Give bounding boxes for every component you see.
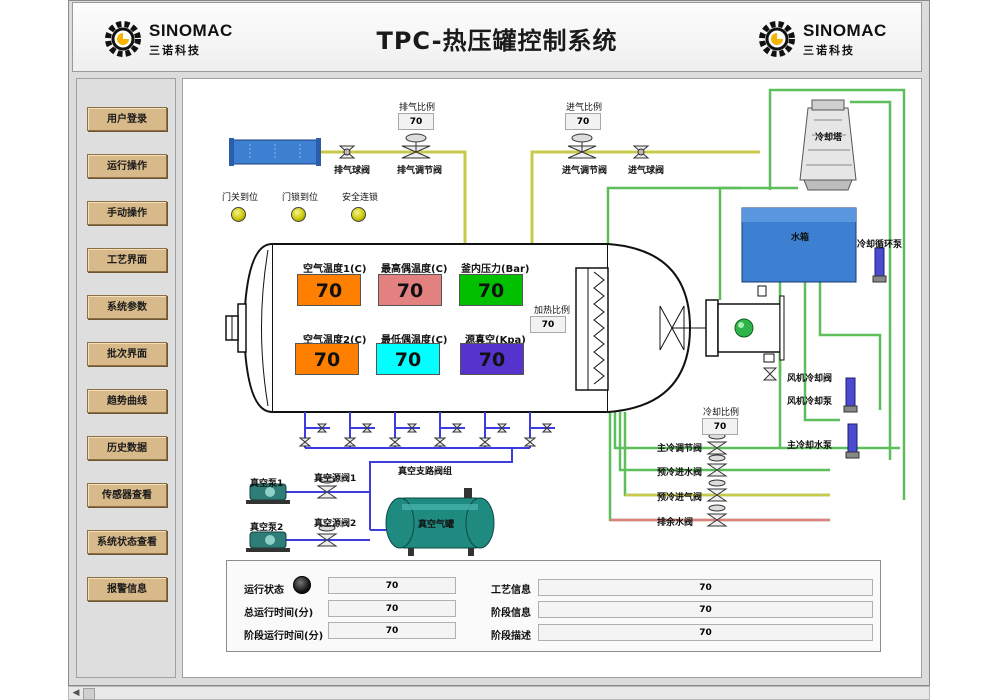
run-state-lamp-icon bbox=[293, 576, 311, 594]
gear-logo-icon bbox=[105, 21, 141, 57]
nav-system-status-button[interactable]: 系统状态查看 bbox=[87, 530, 167, 554]
intake-pipe bbox=[530, 150, 760, 244]
exhaust-heat-exchanger bbox=[229, 138, 321, 166]
stage-time-field: 70 bbox=[328, 622, 456, 639]
logo-brand-text: SINOMAC bbox=[803, 21, 887, 40]
intake-ratio-label: 进气比例 bbox=[566, 103, 603, 113]
vacuum-tank bbox=[385, 488, 495, 556]
run-state-field: 70 bbox=[328, 577, 456, 594]
scroll-left-arrow-icon[interactable]: ◀ bbox=[72, 688, 80, 698]
exhaust-reg-valve-label[interactable]: 排气调节阀 bbox=[397, 166, 443, 176]
autoclave-vessel bbox=[225, 243, 692, 413]
air-temp1-value: 70 bbox=[297, 274, 361, 306]
drain-valve-label[interactable]: 排余水阀 bbox=[657, 518, 694, 528]
door-closed-lamp-icon bbox=[231, 207, 246, 222]
nav-trend-curve-button[interactable]: 趋势曲线 bbox=[87, 389, 167, 413]
nav-history-data-button[interactable]: 历史数据 bbox=[87, 436, 167, 460]
stage-desc-label: 阶段描述 bbox=[491, 631, 531, 642]
vac-src1-valve-label[interactable]: 真空源阀1 bbox=[314, 474, 357, 484]
source-vacuum-label: 源真空(Kpa) bbox=[465, 335, 526, 346]
vacuum-pumps bbox=[246, 483, 290, 552]
fan-cool-valve-label[interactable]: 风机冷却阀 bbox=[787, 374, 833, 384]
safety-lock-lamp-icon bbox=[351, 207, 366, 222]
max-tc-temp-value: 70 bbox=[378, 274, 442, 306]
valve-symbols bbox=[316, 133, 778, 547]
heating-ratio-value[interactable]: 70 bbox=[530, 316, 566, 333]
source-vacuum-value: 70 bbox=[460, 343, 524, 375]
exhaust-ratio-label: 排气比例 bbox=[399, 103, 436, 113]
logo-right: SINOMAC 三诺科技 bbox=[757, 17, 897, 61]
fan-cool-pump-label: 风机冷却泵 bbox=[787, 397, 833, 407]
nav-process-screen-button[interactable]: 工艺界面 bbox=[87, 248, 167, 272]
run-state-label: 运行状态 bbox=[244, 585, 284, 596]
stage-info-label: 阶段信息 bbox=[491, 608, 531, 619]
branch-valves bbox=[298, 423, 553, 447]
nav-user-login-button[interactable]: 用户登录 bbox=[87, 107, 167, 131]
vessel-pressure-label: 釜内压力(Bar) bbox=[461, 264, 530, 275]
stage-time-label: 阶段运行时间(分) bbox=[244, 631, 324, 642]
logo-left: SINOMAC 三诺科技 bbox=[103, 17, 243, 61]
intake-ratio-value[interactable]: 70 bbox=[565, 113, 601, 130]
vertical-pumps bbox=[843, 247, 887, 459]
cooling-tower bbox=[799, 99, 857, 191]
door-locked-label: 门锁到位 bbox=[282, 193, 319, 203]
air-temp2-label: 空气温度2(C) bbox=[303, 335, 367, 346]
exhaust-ball-valve-label[interactable]: 排气球阀 bbox=[334, 166, 371, 176]
logo-sub-text: 三诺科技 bbox=[149, 44, 201, 57]
header-bar: SINOMAC 三诺科技 TPC-热压罐控制系统 SINOMAC 三诺科技 bbox=[72, 2, 922, 72]
nav-batch-screen-button[interactable]: 批次界面 bbox=[87, 342, 167, 366]
cooling-ratio-value[interactable]: 70 bbox=[702, 418, 738, 435]
min-tc-temp-value: 70 bbox=[376, 343, 440, 375]
precool-air-valve-label[interactable]: 预冷进气阀 bbox=[657, 493, 703, 503]
main-cool-pump-label: 主冷却水泵 bbox=[787, 441, 833, 451]
intake-reg-valve-label[interactable]: 进气调节阀 bbox=[562, 166, 608, 176]
gear-logo-icon bbox=[759, 21, 795, 57]
precool-in-valve-label[interactable]: 预冷进水阀 bbox=[657, 468, 703, 478]
water-tank-label: 水箱 bbox=[791, 233, 810, 243]
nav-sensor-view-button[interactable]: 传感器查看 bbox=[87, 483, 167, 507]
air-temp2-value: 70 bbox=[295, 343, 359, 375]
scroll-thumb[interactable] bbox=[83, 688, 95, 700]
door-locked-lamp-icon bbox=[291, 207, 306, 222]
main-cool-reg-valve-label[interactable]: 主冷调节阀 bbox=[657, 444, 703, 454]
vac-pump1-label: 真空泵1 bbox=[250, 479, 284, 489]
logo-sub-text: 三诺科技 bbox=[803, 44, 855, 57]
vac-branch-valves-label: 真空支路阀组 bbox=[398, 467, 453, 477]
stage-info-field: 70 bbox=[538, 601, 873, 618]
process-info-field: 70 bbox=[538, 579, 873, 596]
air-temp1-label: 空气温度1(C) bbox=[303, 264, 367, 275]
cool-circ-pump-label: 冷却循环泵 bbox=[857, 240, 903, 250]
exhaust-pipe bbox=[318, 150, 467, 244]
stage-desc-field: 70 bbox=[538, 624, 873, 641]
page-title: TPC-热压罐控制系统 bbox=[376, 27, 618, 55]
total-time-label: 总运行时间(分) bbox=[244, 608, 314, 619]
door-closed-label: 门关到位 bbox=[222, 193, 259, 203]
exhaust-ratio-value[interactable]: 70 bbox=[398, 113, 434, 130]
cooling-ratio-label: 冷却比例 bbox=[703, 408, 740, 418]
vac-tank-label: 真空气罐 bbox=[418, 520, 455, 530]
water-tank bbox=[741, 207, 857, 283]
nav-manual-operation-button[interactable]: 手动操作 bbox=[87, 201, 167, 225]
max-tc-temp-label: 最高偶温度(C) bbox=[381, 264, 448, 275]
nav-system-params-button[interactable]: 系统参数 bbox=[87, 295, 167, 319]
vac-pump2-label: 真空泵2 bbox=[250, 523, 284, 533]
circulation-fan bbox=[659, 285, 785, 363]
process-info-label: 工艺信息 bbox=[491, 585, 531, 596]
min-tc-temp-label: 最低偶温度(C) bbox=[381, 335, 448, 346]
safety-lock-label: 安全连锁 bbox=[342, 193, 379, 203]
vac-src2-valve-label[interactable]: 真空源阀2 bbox=[314, 519, 357, 529]
cooling-tower-label: 冷却塔 bbox=[815, 133, 843, 143]
vessel-pressure-value: 70 bbox=[459, 274, 523, 306]
total-time-field: 70 bbox=[328, 600, 456, 617]
sidebar-nav: 用户登录 运行操作 手动操作 工艺界面 系统参数 批次界面 趋势曲线 历史数据 … bbox=[76, 78, 176, 678]
nav-alarm-info-button[interactable]: 报警信息 bbox=[87, 577, 167, 601]
heater-coil bbox=[575, 267, 609, 391]
horizontal-scrollbar[interactable]: ◀ bbox=[68, 686, 930, 700]
heating-ratio-label: 加热比例 bbox=[534, 306, 571, 316]
logo-brand-text: SINOMAC bbox=[149, 21, 233, 40]
nav-run-operation-button[interactable]: 运行操作 bbox=[87, 154, 167, 178]
intake-ball-valve-label[interactable]: 进气球阀 bbox=[628, 166, 665, 176]
